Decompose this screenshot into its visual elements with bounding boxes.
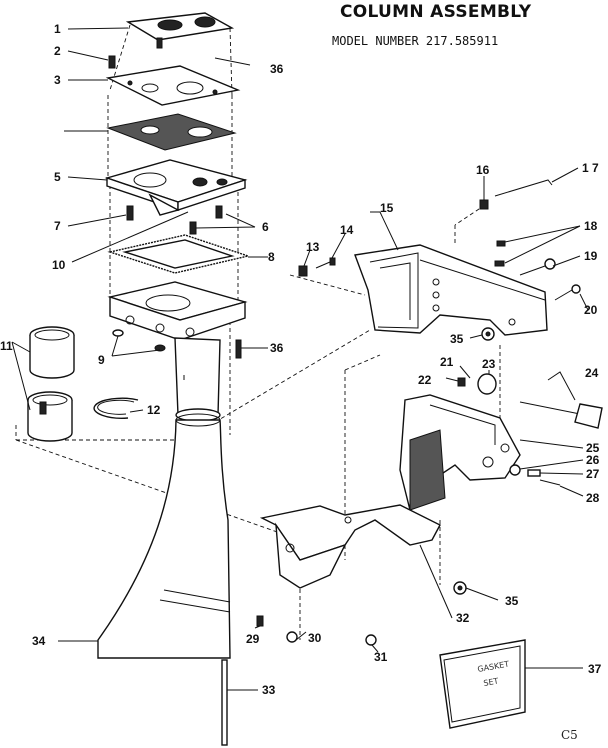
callout-1: 1 — [54, 22, 61, 36]
callout-36-upper: 36 — [270, 62, 284, 76]
callout-5: 5 — [54, 170, 61, 184]
part-14-bolt — [315, 257, 336, 269]
callout-27: 27 — [586, 467, 600, 481]
part-6-screws — [189, 205, 223, 235]
part-28-pin — [539, 479, 561, 486]
part-31-nut — [365, 634, 377, 646]
callout-25: 25 — [586, 441, 600, 455]
callout-11: 11 — [0, 339, 13, 353]
callout-35-lower: 35 — [505, 594, 519, 608]
callout-30: 30 — [308, 631, 322, 645]
part-34-column-housing — [97, 281, 248, 659]
part-8-gasket — [107, 234, 251, 274]
callout-24: 24 — [585, 366, 599, 380]
callout-35-upper: 35 — [450, 332, 464, 346]
callout-16: 16 — [476, 163, 490, 177]
part-19-bolt — [519, 258, 556, 276]
part-20-screw — [554, 284, 581, 301]
part-33-drive-shaft — [221, 659, 228, 746]
model-number-label: MODEL NUMBER 217.585911 — [332, 34, 499, 48]
part-2-screw — [108, 55, 116, 69]
callout-9: 9 — [98, 353, 105, 367]
part-26-nut — [509, 464, 521, 476]
callout-21: 21 — [440, 355, 454, 369]
part-35-nut-upper — [481, 327, 495, 341]
callout-18: 18 — [584, 219, 598, 233]
page-code: C5 — [561, 728, 578, 742]
part-25-clamp-bracket — [399, 394, 521, 512]
part-11-clamps — [27, 326, 75, 442]
callout-36-lower: 36 — [270, 341, 284, 355]
callout-32: 32 — [456, 611, 470, 625]
callout-10: 10 — [52, 258, 66, 272]
callout-17: 1 7 — [582, 161, 599, 175]
callout-2: 2 — [54, 44, 61, 58]
callout-20: 20 — [584, 303, 598, 317]
callout-22: 22 — [418, 373, 432, 387]
part-3-plate — [105, 65, 241, 106]
part-36-screw-lower — [235, 339, 242, 359]
callout-37: 37 — [588, 662, 602, 676]
callout-23: 23 — [482, 357, 496, 371]
diagram-title: COLUMN ASSEMBLY — [340, 2, 532, 22]
callout-12: 12 — [147, 403, 161, 417]
part-23-washer — [477, 373, 497, 395]
callout-29: 29 — [246, 632, 260, 646]
part-24-tilt-handle — [519, 401, 603, 429]
callout-33: 33 — [262, 683, 276, 697]
part-13-nut — [298, 265, 308, 277]
callout-28: 28 — [586, 491, 600, 505]
callout-7: 7 — [54, 219, 61, 233]
part-35-nut-lower — [453, 581, 467, 595]
part-9-nuts — [112, 329, 166, 352]
part-29-nut — [256, 615, 264, 627]
part-5-reed-plate — [104, 159, 248, 216]
leader-lines — [11, 27, 589, 691]
part-17-rod — [494, 179, 553, 197]
gasket-4 — [106, 113, 237, 151]
callout-3: 3 — [54, 73, 61, 87]
callout-26: 26 — [586, 453, 600, 467]
alignment-lines — [15, 24, 501, 640]
part-1-top-cover — [125, 12, 235, 49]
callout-34: 34 — [32, 634, 46, 648]
part-30-nut — [286, 631, 298, 643]
part-37-gasket-set: GASKET SET — [439, 639, 526, 729]
part-12-ring — [93, 397, 139, 419]
callout-31: 31 — [374, 650, 388, 664]
callout-8: 8 — [268, 250, 275, 264]
part-27-spacer — [527, 469, 541, 477]
callout-19: 19 — [584, 249, 598, 263]
part-16-bushing — [479, 199, 489, 210]
callout-13: 13 — [306, 240, 320, 254]
part-15-swivel-bracket — [354, 244, 548, 336]
part-32-lower-bracket — [259, 504, 441, 589]
part-18-screws — [494, 240, 506, 267]
callout-14: 14 — [340, 223, 354, 237]
gasket-set-label-line2: SET — [483, 676, 499, 687]
callout-6: 6 — [262, 220, 269, 234]
callout-15: 15 — [380, 201, 394, 215]
part-7-screw — [126, 205, 134, 221]
part-22-pin — [457, 377, 466, 387]
callout-labels: 1 2 3 36 5 7 6 10 8 9 36 11 12 16 1 7 15… — [0, 22, 602, 697]
